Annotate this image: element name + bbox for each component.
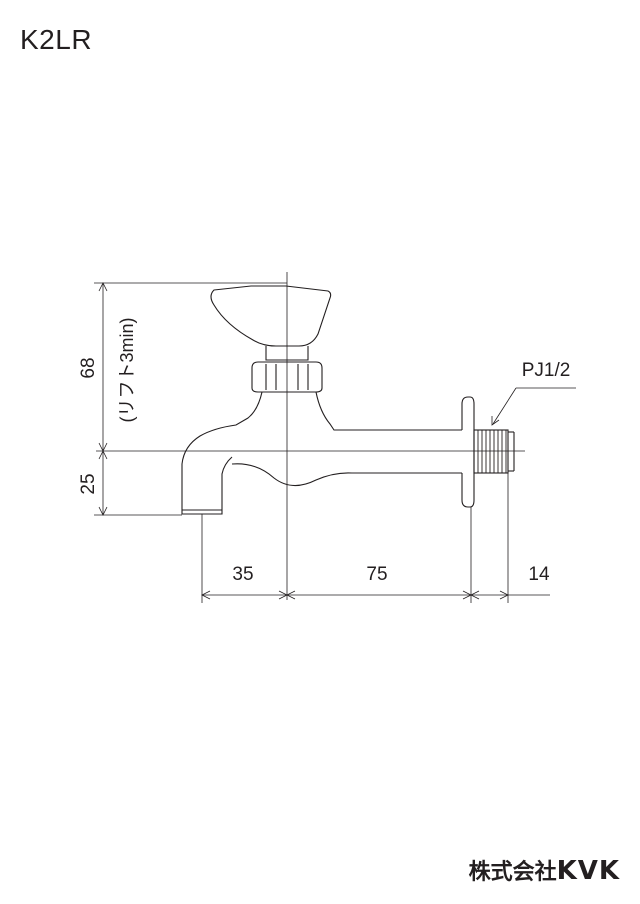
vertical-dimension: [94, 282, 287, 516]
horizontal-dimension: [201, 473, 550, 603]
thread-spec-label: PJ1/2: [522, 360, 571, 381]
dim-width-body: 75: [366, 564, 387, 585]
dim-height-spout: 25: [78, 473, 99, 494]
dim-width-spout: 35: [232, 564, 253, 585]
dim-height-total: 68: [78, 357, 99, 378]
faucet-body: [181, 285, 515, 515]
dim-lift: (リフト3min): [117, 317, 137, 422]
brand-company: 株式会社: [468, 860, 557, 885]
thread-leader: [491, 387, 576, 426]
dim-width-thread: 14: [528, 564, 550, 585]
brand-logo: 株式会社KVK: [469, 854, 620, 886]
thread-lines: [477, 430, 507, 473]
brand-name: KVK: [556, 856, 620, 886]
model-code: K2LR: [20, 24, 93, 55]
